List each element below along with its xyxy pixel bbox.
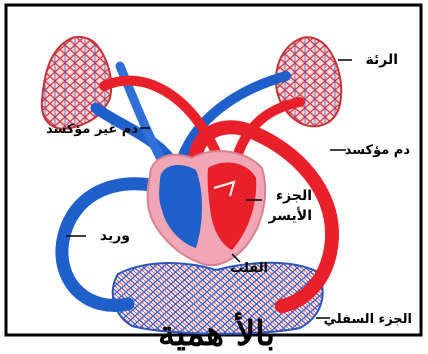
label-oxygenated-blood: دم مؤكسد bbox=[345, 143, 411, 158]
label-deoxygenated-blood: دم غير مؤكسد bbox=[46, 122, 138, 137]
label-heart: القلب bbox=[230, 261, 268, 276]
label-left-part: الجزء bbox=[276, 188, 312, 204]
label-lung: الرئة bbox=[365, 52, 398, 68]
label-lower-part: الجزء السفلي bbox=[324, 312, 412, 327]
label-vein: وريد bbox=[100, 228, 130, 244]
label-left-part-2: الأيسر bbox=[268, 207, 312, 224]
caption-overlay-text: بالأ همية bbox=[158, 316, 275, 352]
